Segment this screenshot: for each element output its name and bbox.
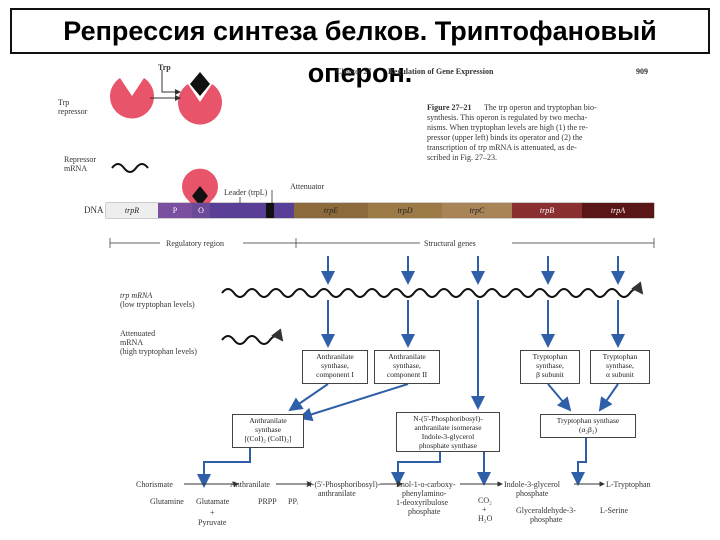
metabolite-pr-anthranilate: N-(5'-Phosphoribosyl)- xyxy=(306,480,381,489)
metabolite-indole-glycerol: Indole-3-glycerol xyxy=(504,480,560,489)
metabolite-pr-anthranilate: anthranilate xyxy=(318,489,356,498)
page-header-chapter: Chapter 27 xyxy=(336,67,372,76)
trp-repressor-label: repressor xyxy=(58,107,88,116)
operator-label: O xyxy=(198,206,204,215)
enzyme-anthranilate-synthase-2: Anthranilate synthase, component II xyxy=(374,350,440,384)
tryptophan-icon xyxy=(190,72,210,96)
repressor-mrna-squiggle xyxy=(111,163,149,173)
enzyme-trp-synthase-beta: Tryptophan synthase, β subunit xyxy=(520,350,580,384)
metabolite-h2o: H₂O xyxy=(478,514,493,523)
trp-mrna-label: (low tryptophan levels) xyxy=(120,300,195,309)
caption-line: pressor (upper left) binds its operator … xyxy=(427,133,583,142)
attenuated-mrna-squiggle xyxy=(221,328,284,345)
attenuator-label: Attenuator xyxy=(290,182,325,191)
trp-binding-arrow xyxy=(161,70,181,95)
operator-repressor-icon xyxy=(181,168,218,214)
metabolite-l-tryptophan: L-Tryptophan xyxy=(606,480,651,489)
gene-trpR-label: trpR xyxy=(124,206,140,215)
caption-line: The trp operon and tryptophan bio- xyxy=(484,103,597,112)
metabolite-enol: phosphate xyxy=(408,507,441,516)
enzyme-anthranilate-synthase-complex: Anthranilate synthase [(CoI)₂ (CoII)₂] xyxy=(232,414,304,448)
trp-repressor-label: Trp xyxy=(58,98,70,107)
caption-line: synthesis. This operon is regulated by t… xyxy=(427,113,588,122)
enzyme-pr-anthranilate-isomerase: N-(5'-Phosphoribosyl)- anthranilate isom… xyxy=(396,412,500,452)
gene-trpD-label: trpD xyxy=(397,206,413,215)
metabolite-glutamine: Glutamine xyxy=(150,497,184,506)
page-number: 909 xyxy=(636,67,648,76)
plus-sign: + xyxy=(482,505,487,514)
slide-title: Репрессия синтеза белков. Триптофановый … xyxy=(63,16,657,88)
metabolite-enol: phenylamino- xyxy=(402,489,447,498)
metabolite-indole-glycerol: phosphate xyxy=(516,489,549,498)
attenuated-mrna-label: mRNA xyxy=(120,338,144,347)
metabolite-enol: 1-deoxyribulose xyxy=(396,498,448,507)
metabolite-chorismate: Chorismate xyxy=(136,480,173,489)
metabolite-anthranilate: Anthranilate xyxy=(230,480,270,489)
page-header-section: Regulation of Gene Expression xyxy=(388,67,494,76)
gene-trpE-label: trpE xyxy=(323,206,339,215)
promoter-label: P xyxy=(172,206,178,215)
caption-label: Figure 27–21 xyxy=(427,103,472,112)
gene-trpA-label: trpA xyxy=(610,206,626,215)
trp-mrna-squiggle xyxy=(221,281,644,298)
leader-label: Leader (trpL) xyxy=(224,188,268,197)
metabolite-l-serine: L-Serine xyxy=(600,506,628,515)
enzyme-trp-synthase-alpha: Tryptophan synthase, α subunit xyxy=(590,350,650,384)
enzyme-anthranilate-synthase-1: Anthranilate synthase, component I xyxy=(302,350,368,384)
caption-line: nisms. When tryptophan levels are high (… xyxy=(427,123,588,132)
metabolite-ppi: PPᵢ xyxy=(288,497,299,506)
gene-trpC-label: trpC xyxy=(469,206,485,215)
enzyme-trp-synthase-complex: Tryptophan synthase (α₂β₂) xyxy=(540,414,636,438)
free-repressor-icon xyxy=(109,78,154,119)
regulatory-region-label: Regulatory region xyxy=(166,239,224,248)
metabolite-pyruvate: Pyruvate xyxy=(198,518,227,527)
plus-sign: + xyxy=(210,508,215,517)
dna-label: DNA xyxy=(84,205,104,215)
attenuated-mrna-label: Attenuated xyxy=(120,329,156,338)
metabolite-prpp: PRPP xyxy=(258,497,277,506)
metabolite-glyceraldehyde: phosphate xyxy=(530,515,563,524)
metabolite-enol: Enol-1-o-carboxy- xyxy=(396,480,456,489)
slide-title-bar: Репрессия синтеза белков. Триптофановый … xyxy=(10,8,710,88)
metabolite-glutamate: Glutamate xyxy=(196,497,230,506)
metabolite-co2: CO₂ xyxy=(478,496,492,505)
repressor-mrna-label: mRNA xyxy=(64,164,88,173)
caption-line: scribed in Fig. 27–23. xyxy=(427,153,497,162)
structural-genes-label: Structural genes xyxy=(424,239,476,248)
trp-mrna-label: trp mRNA xyxy=(120,291,153,300)
caption-line: transcription of trp mRNA is attenuated,… xyxy=(427,143,577,152)
dna-bar xyxy=(105,202,655,219)
trp-label: Trp xyxy=(158,63,171,72)
attenuated-mrna-label: (high tryptophan levels) xyxy=(120,347,197,356)
bound-repressor-icon xyxy=(178,72,223,125)
metabolite-glyceraldehyde: Glyceraldehyde-3- xyxy=(516,506,576,515)
gene-trpB-label: trpB xyxy=(539,206,555,215)
repressor-mrna-label: Repressor xyxy=(64,155,96,164)
